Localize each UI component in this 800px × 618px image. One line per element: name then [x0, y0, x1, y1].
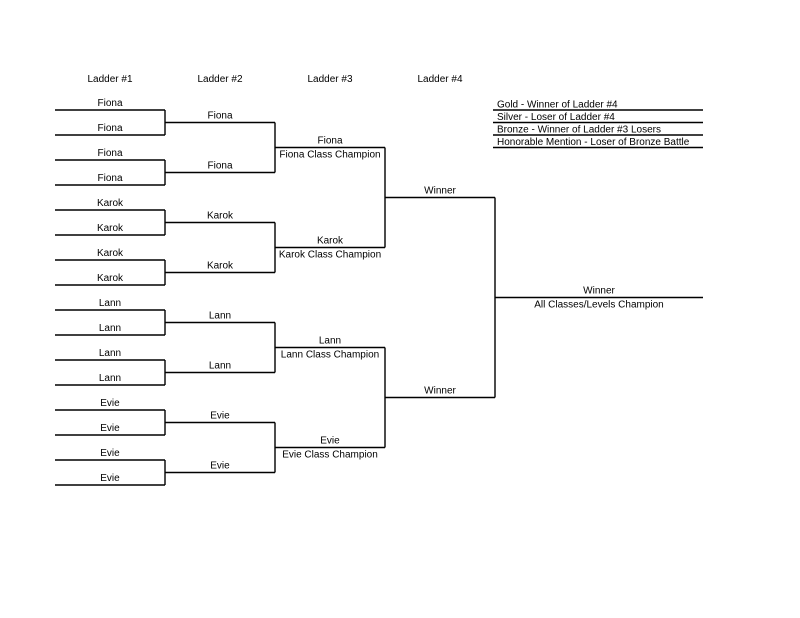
class-champion-title: Karok Class Champion — [279, 250, 381, 261]
ladder-3-header: Ladder #3 — [307, 74, 352, 85]
ladder-2-entry: Karok — [207, 211, 234, 222]
ladder-4-header: Ladder #4 — [417, 74, 462, 85]
ladder-1-entry: Fiona — [97, 123, 122, 134]
ladder-2-entry: Evie — [210, 461, 230, 472]
ladder-3-entry: Fiona — [317, 136, 342, 147]
class-champion-title: Evie Class Champion — [282, 450, 378, 461]
ladder-1-entry: Lann — [99, 348, 121, 359]
ladder-1-entry: Evie — [100, 423, 120, 434]
ladder-2-entry: Evie — [210, 411, 230, 422]
ladder-3-entry: Karok — [317, 236, 344, 247]
ladder-1-entry: Evie — [100, 473, 120, 484]
ladder-1-entry: Karok — [97, 248, 124, 259]
ladder-1-entry: Karok — [97, 198, 124, 209]
class-champion-title: Fiona Class Champion — [279, 150, 380, 161]
legend-item: Gold - Winner of Ladder #4 — [497, 100, 618, 111]
ladder-1-entry: Evie — [100, 448, 120, 459]
ladder-2-header: Ladder #2 — [197, 74, 242, 85]
legend-item: Honorable Mention - Loser of Bronze Batt… — [497, 137, 690, 148]
final-winner: Winner — [583, 286, 615, 297]
ladder-1-entry: Fiona — [97, 148, 122, 159]
ladder-1-entry: Evie — [100, 398, 120, 409]
ladder-2-entry: Lann — [209, 311, 231, 322]
ladder-1-entry: Karok — [97, 223, 124, 234]
ladder-2-entry: Karok — [207, 261, 234, 272]
ladder-3-entry: Lann — [319, 336, 341, 347]
class-champion-title: Lann Class Champion — [281, 350, 379, 361]
ladder-1-entry: Karok — [97, 273, 124, 284]
ladder-1-entry: Lann — [99, 373, 121, 384]
ladder-3-entry: Evie — [320, 436, 340, 447]
ladder-1-entry: Lann — [99, 323, 121, 334]
final-champion-title: All Classes/Levels Champion — [534, 300, 664, 311]
ladder-2-entry: Lann — [209, 361, 231, 372]
legend-item: Bronze - Winner of Ladder #3 Losers — [497, 125, 661, 136]
legend-item: Silver - Loser of Ladder #4 — [497, 112, 615, 123]
ladder-1-header: Ladder #1 — [87, 74, 132, 85]
ladder-4-entry: Winner — [424, 386, 456, 397]
ladder-1-entry: Fiona — [97, 173, 122, 184]
ladder-2-entry: Fiona — [207, 161, 232, 172]
ladder-1-entry: Lann — [99, 298, 121, 309]
ladder-1-entry: Fiona — [97, 98, 122, 109]
ladder-4-entry: Winner — [424, 186, 456, 197]
ladder-2-entry: Fiona — [207, 111, 232, 122]
